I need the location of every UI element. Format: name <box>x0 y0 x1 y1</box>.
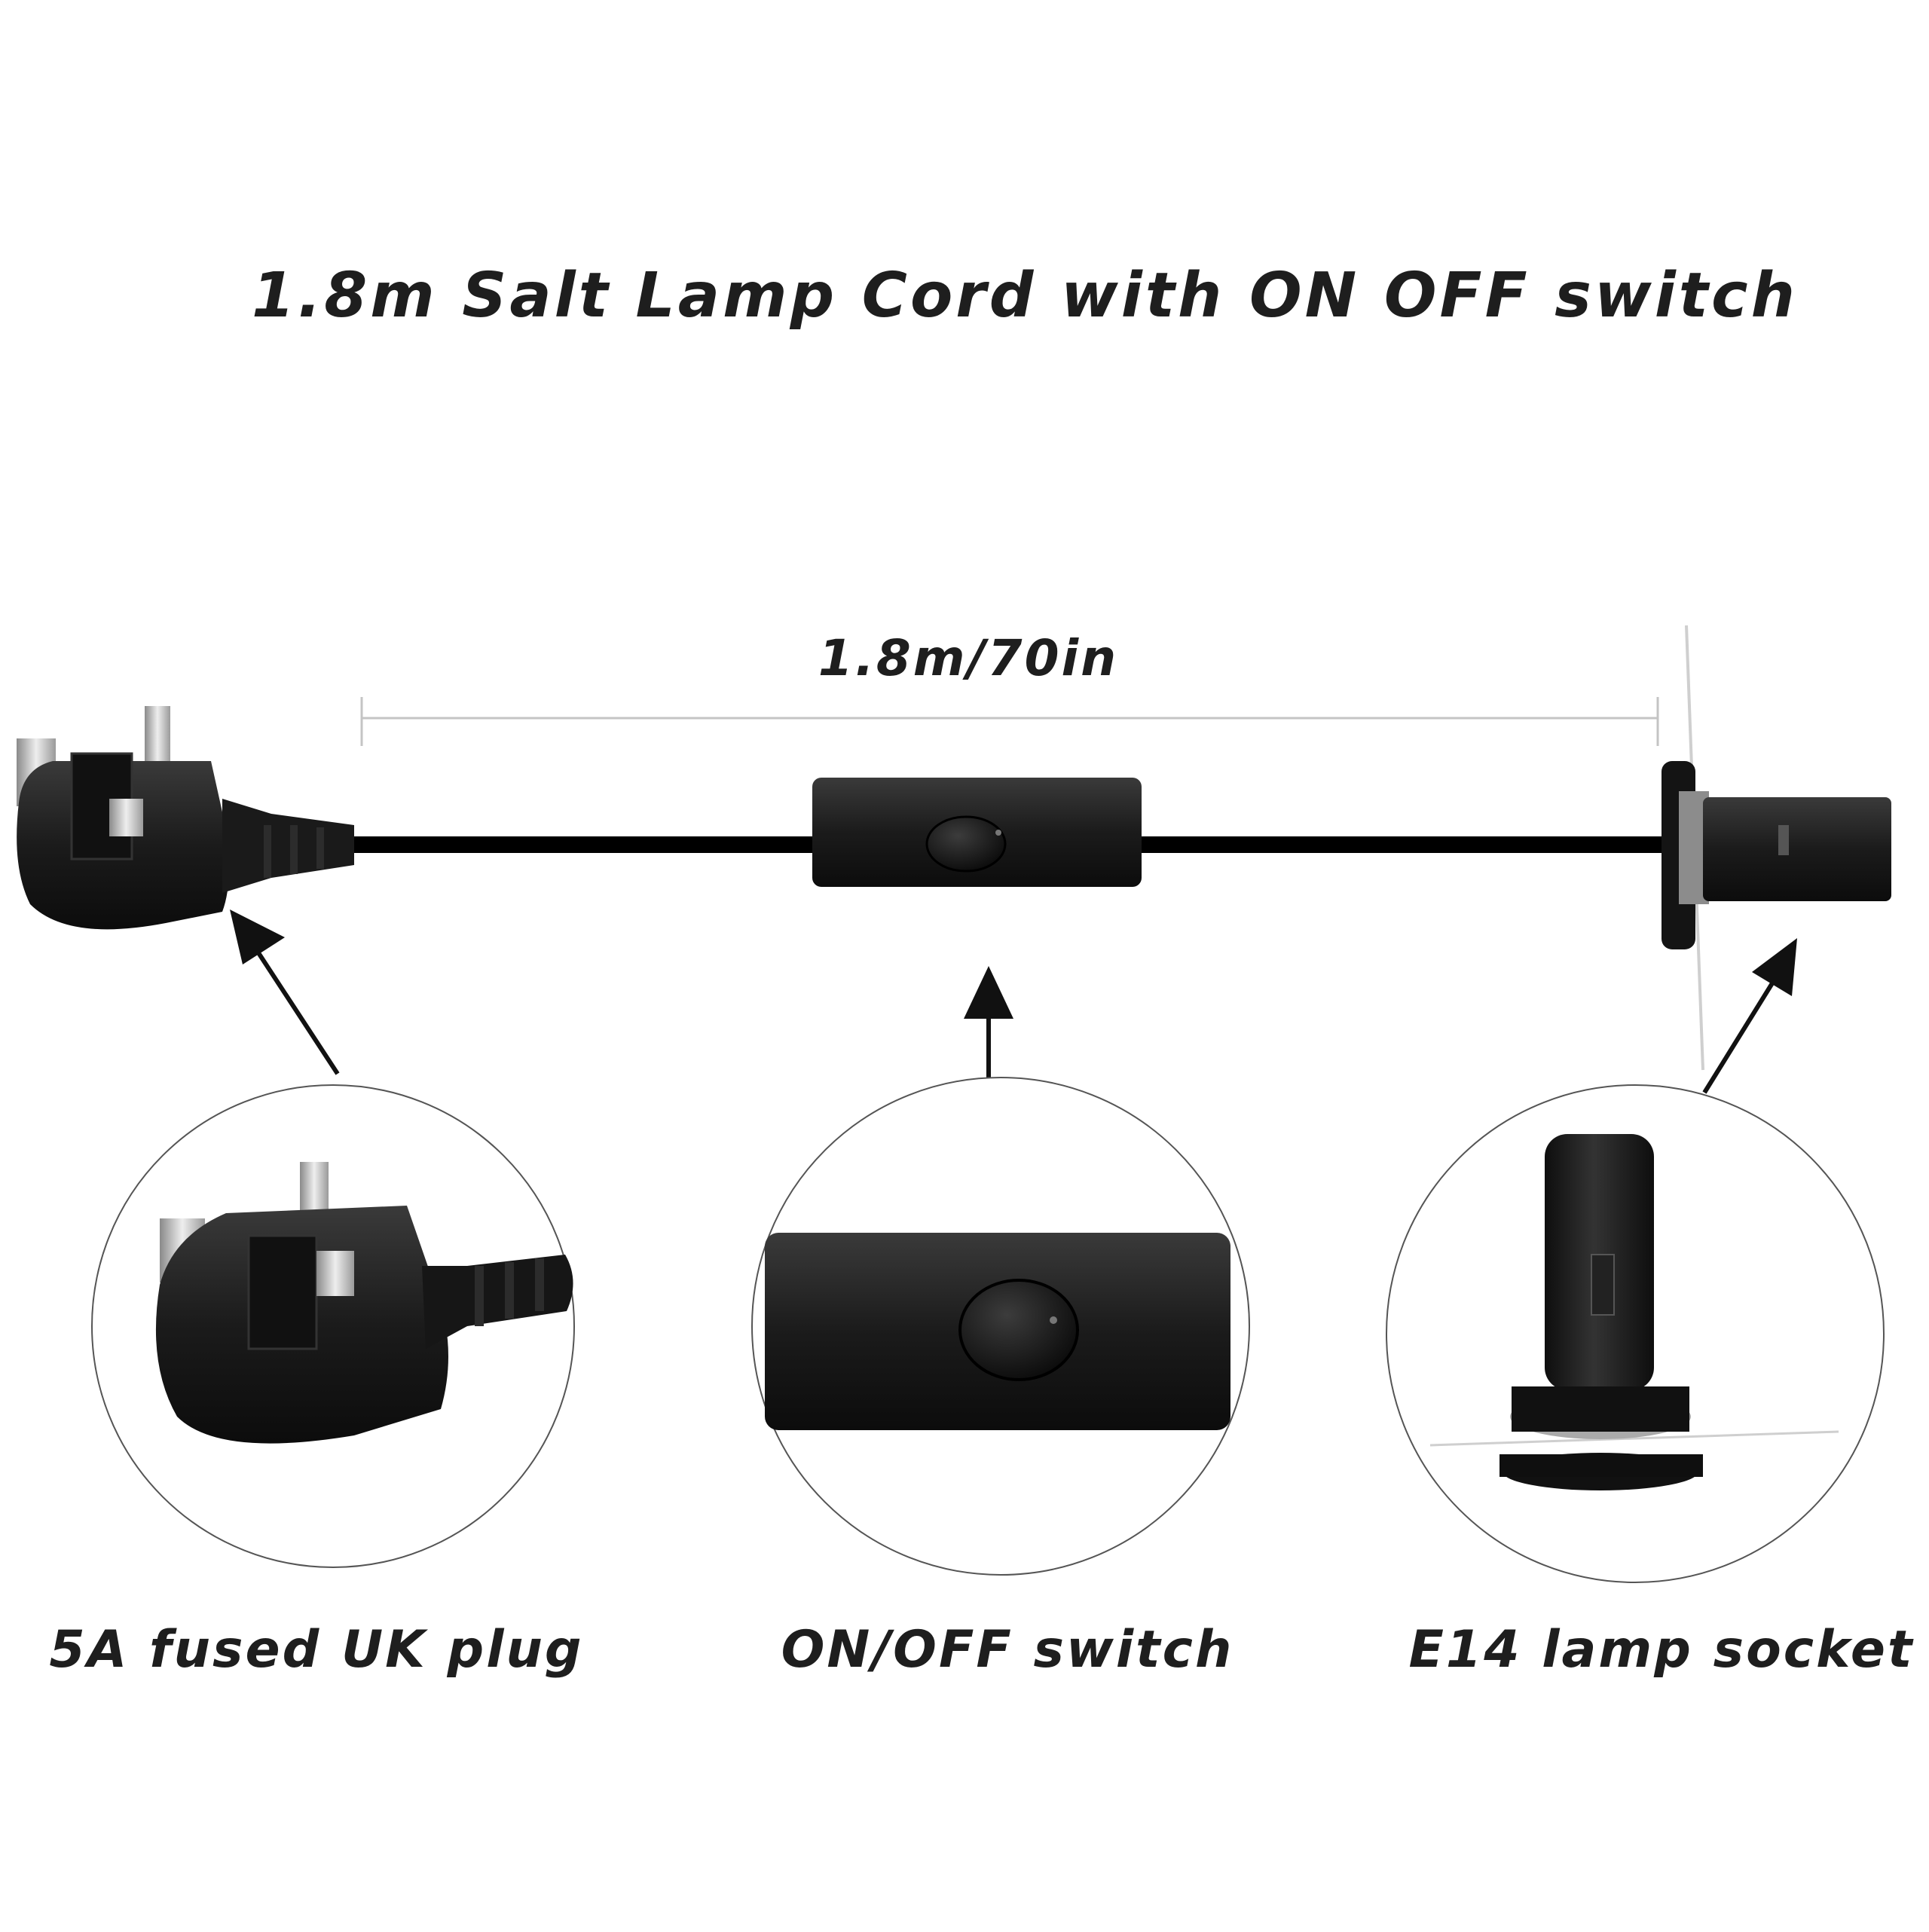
arrow-plug <box>230 909 340 1075</box>
caption-socket: E14 lamp socket <box>1408 1620 1915 1680</box>
caption-switch: ON/OFF switch <box>781 1620 1234 1680</box>
caption-plug: 5A fused UK plug <box>49 1620 584 1680</box>
detail-circle-plug <box>91 1084 575 1568</box>
page-title: 1.8m Salt Lamp Cord with ON OFF switch <box>252 260 1798 332</box>
e14-socket-icon <box>1662 625 1891 1071</box>
cord-length-label: 1.8m/70in <box>818 629 1119 687</box>
rocker-switch-icon <box>812 778 1142 887</box>
detail-circle-switch <box>751 1077 1250 1576</box>
detail-circle-socket <box>1386 1084 1885 1583</box>
length-dimension-line <box>360 697 1659 746</box>
arrow-socket <box>1702 938 1797 1094</box>
uk-plug-icon <box>17 706 354 930</box>
